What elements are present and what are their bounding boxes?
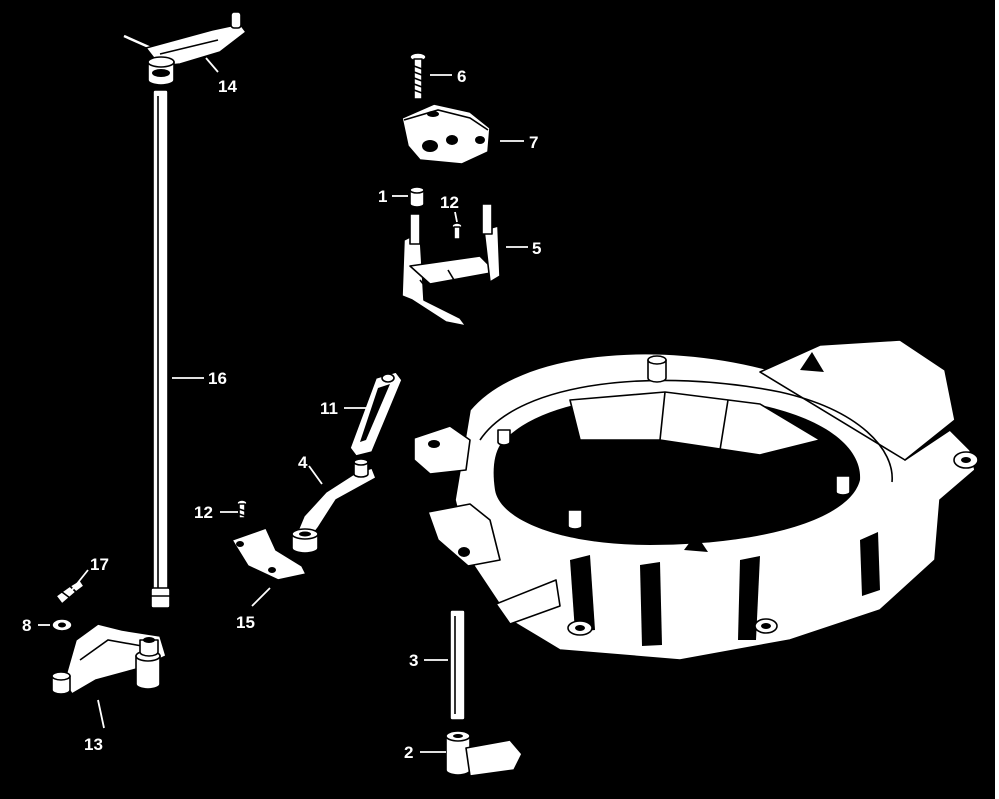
callout-16: 15 <box>236 613 255 632</box>
leader-lines <box>38 57 528 753</box>
part-7-bracket-block <box>401 103 491 165</box>
callout-3: 3 <box>409 651 418 670</box>
part-16-plate <box>231 527 307 581</box>
callout-15: 16 <box>208 369 227 388</box>
part-11-slotted-link <box>349 371 403 457</box>
callout-12-upper: 12 <box>440 193 459 212</box>
part-14-link-arm <box>123 11 247 86</box>
part-4-curved-arm <box>291 458 377 554</box>
callout-12-lower: 12 <box>194 503 213 522</box>
callout-2: 2 <box>404 743 413 762</box>
part-17-screw <box>55 579 85 605</box>
callout-17: 17 <box>90 555 109 574</box>
right-border-line <box>995 0 999 799</box>
part-12-screw-upper <box>451 222 463 240</box>
callout-5: 5 <box>532 239 541 258</box>
part-8-washer <box>51 618 73 632</box>
callout-6: 6 <box>457 67 466 86</box>
part-12-screw-lower <box>236 499 248 519</box>
part-3-shaft <box>449 609 466 721</box>
flywheel-housing <box>413 339 979 661</box>
part-5-linkage-bracket <box>401 203 501 327</box>
part-15-vertical-rod <box>150 89 171 609</box>
part-6-screw <box>409 52 427 100</box>
part-13-lower-arm <box>51 623 167 695</box>
callout-4: 4 <box>298 453 308 472</box>
part-1-bushing <box>409 186 425 208</box>
callout-8: 8 <box>22 616 31 635</box>
callout-14: 14 <box>218 77 237 96</box>
part-2-lever <box>445 730 523 777</box>
callout-11: 11 <box>320 399 338 418</box>
callout-1: 1 <box>378 187 387 206</box>
callout-7: 7 <box>529 133 538 152</box>
callout-labels: 14 6 7 1 12 5 16 11 4 12 17 15 8 3 13 2 <box>22 67 541 762</box>
callout-13: 13 <box>84 735 103 754</box>
